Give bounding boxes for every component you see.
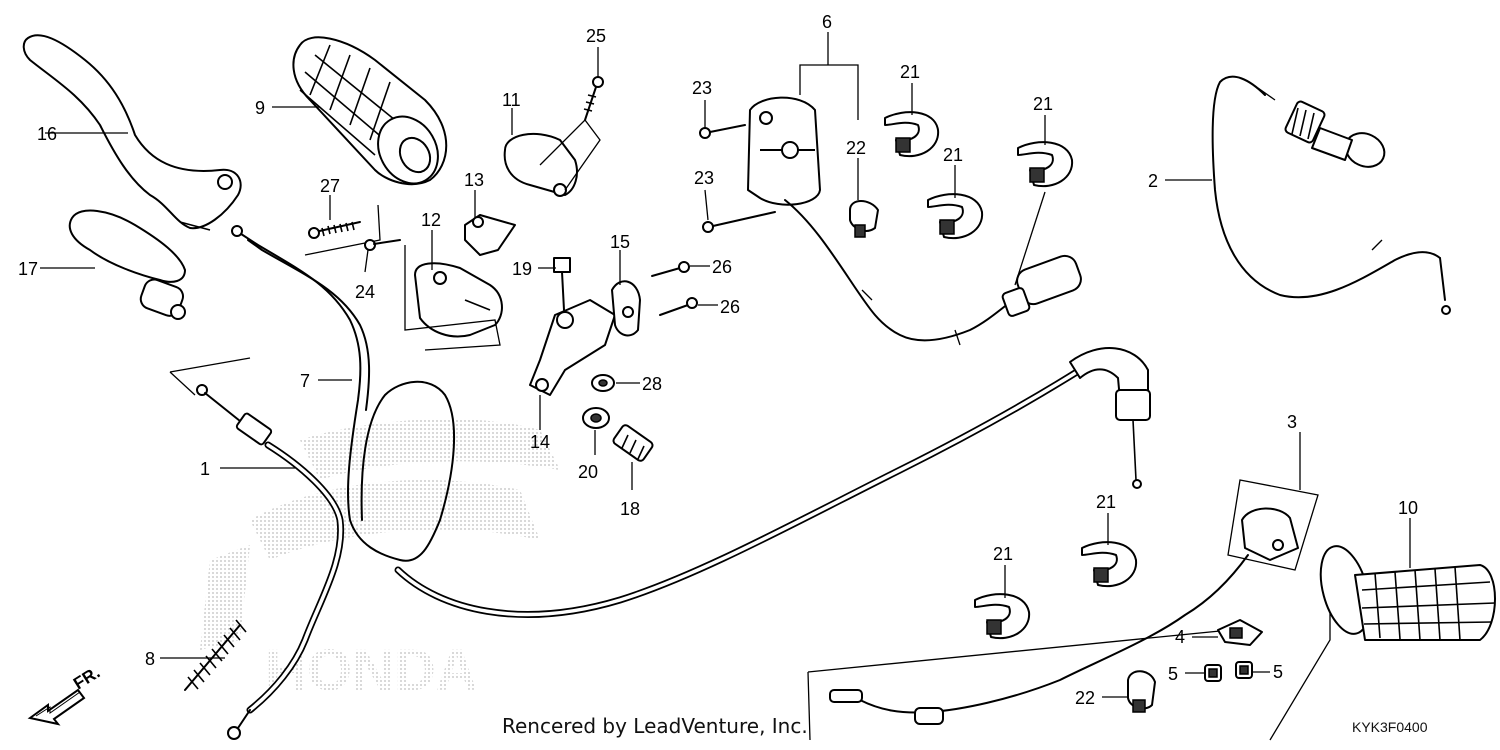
band-clip-21b	[927, 193, 984, 240]
bracket-13	[464, 214, 516, 256]
throttle-grip	[292, 36, 448, 186]
adjuster-18	[612, 424, 654, 490]
label-16: 16	[37, 124, 57, 144]
credit-text: Rencered by LeadVenture, Inc.	[502, 714, 808, 738]
screw-27	[304, 204, 381, 256]
label-1: 1	[200, 459, 210, 479]
band-clip-21a	[884, 111, 940, 158]
label-17: 17	[18, 259, 38, 279]
label-9: 9	[255, 98, 265, 118]
label-15: 15	[610, 232, 630, 252]
label-21a: 21	[900, 62, 920, 82]
label-4: 4	[1175, 627, 1185, 647]
band-clip-21c	[1014, 141, 1074, 286]
handlebar-switch	[747, 64, 1082, 346]
clutch-cable	[169, 357, 345, 740]
label-24: 24	[355, 282, 375, 302]
screw-23b	[702, 211, 776, 233]
label-23a: 23	[692, 78, 712, 98]
throttle-cable	[231, 225, 1151, 618]
label-22b: 22	[1075, 688, 1095, 708]
starter-switch-assembly	[807, 432, 1331, 741]
label-27: 27	[320, 176, 340, 196]
screw-5b	[1235, 661, 1253, 679]
throttle-housing-lower	[404, 245, 503, 351]
label-21b: 21	[943, 145, 963, 165]
band-clip-21d	[1081, 541, 1138, 588]
label-25: 25	[586, 26, 606, 46]
front-direction-arrow: FR.	[27, 663, 103, 726]
label-28: 28	[642, 374, 662, 394]
label-5b: 5	[1273, 662, 1283, 682]
label-3: 3	[1287, 412, 1297, 432]
label-8: 8	[145, 649, 155, 669]
label-13: 13	[464, 170, 484, 190]
screw-5a	[1204, 664, 1222, 682]
label-21e: 21	[993, 544, 1013, 564]
leader-lines	[40, 32, 1411, 698]
label-5a: 5	[1168, 664, 1178, 684]
band-clip-21e	[974, 593, 1031, 640]
label-21c: 21	[1033, 94, 1053, 114]
screw-26a	[651, 261, 710, 277]
label-7: 7	[300, 371, 310, 391]
label-2: 2	[1148, 171, 1158, 191]
label-26a: 26	[712, 257, 732, 277]
label-10: 10	[1398, 498, 1418, 518]
label-12: 12	[421, 210, 441, 230]
throttle-housing-upper	[503, 119, 601, 197]
honda-watermark: HONDA	[200, 419, 560, 703]
diagram-code: KYK3F0400	[1352, 719, 1428, 735]
nut-28	[591, 374, 640, 392]
switch-clip-4	[1217, 619, 1263, 646]
clutch-lever	[22, 34, 242, 231]
label-20: 20	[578, 462, 598, 482]
cable-clip-22-bottom	[1127, 670, 1156, 713]
choke-cable	[1211, 75, 1451, 315]
screw-23a	[699, 124, 746, 139]
label-26b: 26	[720, 297, 740, 317]
collar-20	[582, 407, 610, 455]
label-6: 6	[822, 12, 832, 32]
screw-26b	[659, 297, 718, 316]
lever-holder	[68, 209, 186, 320]
left-grip	[1319, 545, 1496, 641]
screw-25	[583, 76, 604, 121]
label-14: 14	[530, 432, 550, 452]
label-18: 18	[620, 499, 640, 519]
cable-clip-22-top	[849, 200, 879, 238]
label-11: 11	[502, 90, 521, 110]
label-21d: 21	[1096, 492, 1116, 512]
screw-24	[364, 239, 401, 251]
clamp-15	[611, 280, 641, 337]
label-23b: 23	[694, 168, 714, 188]
watermark-text: HONDA	[265, 638, 478, 703]
label-22a: 22	[846, 138, 866, 158]
front-label: FR.	[70, 663, 103, 694]
bolt-19	[553, 257, 571, 311]
lever-bracket	[529, 299, 616, 430]
label-19: 19	[512, 259, 532, 279]
callout-labels: 16 17 9 7 1 8 11 27 12 13 24 25 15 19 26…	[18, 12, 1418, 708]
